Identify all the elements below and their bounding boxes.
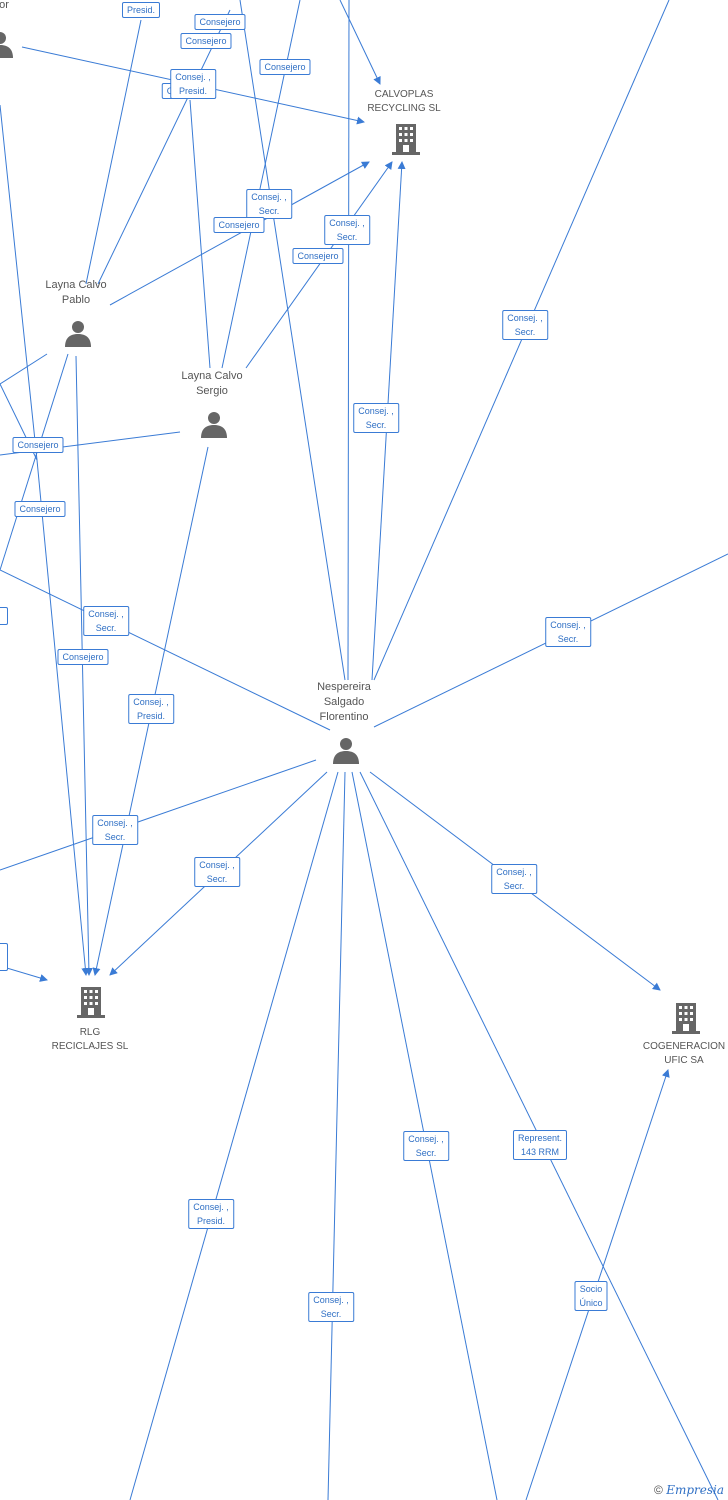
relation-badge[interactable]: Consej. , Secr. xyxy=(502,310,548,340)
node-label-cogeneracion[interactable]: COGENERACION UFIC SA xyxy=(642,1041,726,1066)
relationship-edge xyxy=(347,0,350,681)
relation-badge[interactable]: Consejero xyxy=(14,501,66,517)
relationship-edge xyxy=(327,771,346,1500)
relation-badge-partial[interactable] xyxy=(0,943,8,971)
relationship-edge xyxy=(109,161,370,306)
relation-badge[interactable]: Represent. 143 RRM xyxy=(512,1130,568,1160)
relationship-edge xyxy=(0,353,48,385)
relation-badge[interactable]: Consej. , Secr. xyxy=(308,1292,354,1322)
relationship-edge xyxy=(36,459,90,976)
building-icon[interactable] xyxy=(390,122,422,156)
relation-badge[interactable]: Presid. xyxy=(121,2,161,18)
person-icon[interactable] xyxy=(199,409,229,439)
relationship-edge xyxy=(85,19,142,285)
relation-badge[interactable]: Consej. , Presid. xyxy=(128,694,174,724)
relationship-edge xyxy=(129,771,339,1500)
relationship-edge xyxy=(0,104,38,461)
node-label-layna-pablo[interactable]: Layna Calvo Pablo xyxy=(45,279,107,306)
relation-badge[interactable]: Socio Único xyxy=(574,1281,608,1311)
relationship-edge xyxy=(0,353,69,571)
relation-badge[interactable]: Consejero xyxy=(57,649,109,665)
relationship-edge xyxy=(0,759,317,871)
relation-badge-partial[interactable] xyxy=(0,607,8,625)
relation-badge[interactable]: Consej. , Secr. xyxy=(403,1131,449,1161)
relationship-edge xyxy=(97,9,231,285)
relationship-edge xyxy=(339,0,381,85)
person-icon[interactable] xyxy=(0,29,15,59)
relation-badge[interactable]: Consej. , Secr. xyxy=(92,815,138,845)
node-label-cut-top-left[interactable]: or xyxy=(0,0,9,11)
relation-badge[interactable]: Consejero xyxy=(180,33,232,49)
relationship-edge xyxy=(373,0,670,681)
node-label-rlg[interactable]: RLG RECICLAJES SL xyxy=(51,1027,129,1052)
relation-badge[interactable]: Consejero xyxy=(12,437,64,453)
relationship-edge xyxy=(189,99,211,369)
relation-badge[interactable]: Consejero xyxy=(259,59,311,75)
relationship-edge xyxy=(239,0,346,681)
relation-badge[interactable]: Consej. , Secr. xyxy=(83,606,129,636)
relation-badge[interactable]: Consej. , Secr. xyxy=(194,857,240,887)
building-icon[interactable] xyxy=(75,985,107,1019)
person-icon[interactable] xyxy=(63,318,93,348)
relation-badge[interactable]: Consejero xyxy=(292,248,344,264)
brand-logo: Empresia xyxy=(666,1483,724,1497)
relation-badge[interactable]: Consej. , Presid. xyxy=(188,1199,234,1229)
relation-badge[interactable]: Consejero xyxy=(194,14,246,30)
building-icon[interactable] xyxy=(670,1001,702,1035)
relation-badge[interactable]: Consej. , Secr. xyxy=(324,215,370,245)
relation-badge[interactable]: Consejero xyxy=(213,217,265,233)
relation-badge[interactable]: Consej. , Presid. xyxy=(170,69,216,99)
relation-badge[interactable]: Consej. , Secr. xyxy=(246,189,292,219)
relation-badge[interactable]: Consej. , Secr. xyxy=(491,864,537,894)
node-label-nespereira[interactable]: Nespereira Salgado Florentino xyxy=(317,681,371,723)
person-icon[interactable] xyxy=(331,735,361,765)
relationship-edge xyxy=(245,161,393,369)
copyright-symbol: © xyxy=(654,1483,663,1497)
node-label-calvoplas[interactable]: CALVOPLAS RECYCLING SL xyxy=(367,89,441,114)
relation-badge[interactable]: Consej. , Secr. xyxy=(545,617,591,647)
relationship-edge xyxy=(75,355,93,976)
relation-badge[interactable]: Consej. , Secr. xyxy=(353,403,399,433)
node-label-layna-sergio[interactable]: Layna Calvo Sergio xyxy=(181,370,243,397)
brand-watermark: © Empresia xyxy=(654,1483,724,1497)
